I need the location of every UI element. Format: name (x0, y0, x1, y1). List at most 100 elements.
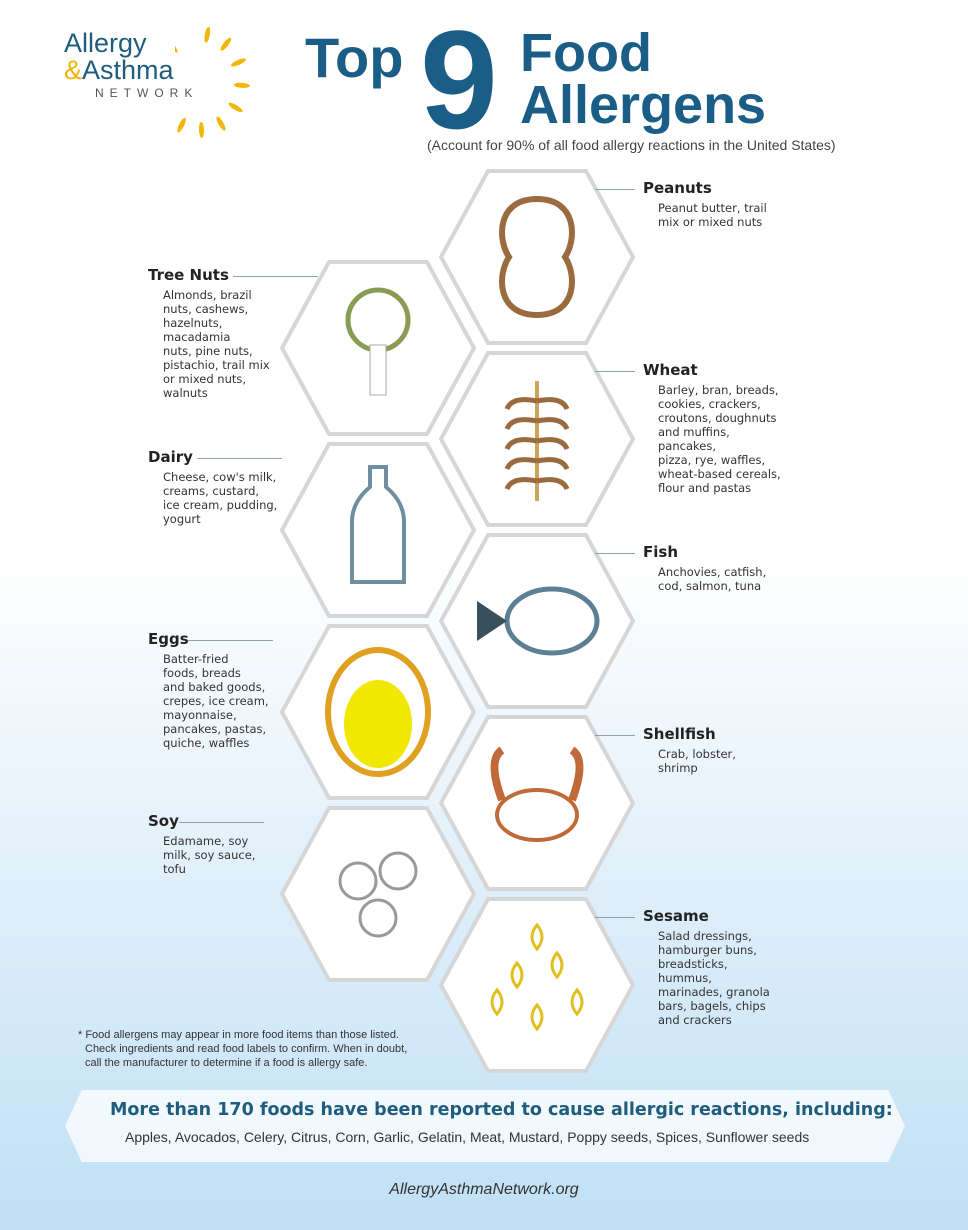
subtitle: (Account for 90% of all food allergy rea… (427, 137, 836, 153)
logo-line2: Asthma (82, 55, 174, 85)
other-foods-band (65, 1090, 905, 1162)
leader-line (233, 276, 318, 277)
description-line: flour and pastas (658, 481, 752, 495)
milk-bottle-icon (350, 465, 406, 584)
description-line: hazelnuts, (163, 316, 223, 330)
logo-network: NETWORK (95, 86, 199, 100)
description-line: creams, custard, (163, 484, 260, 498)
egg-icon (325, 647, 431, 777)
sun-ray (230, 58, 246, 67)
footnote-line: Check ingredients and read food labels t… (85, 1043, 408, 1055)
hexagon-peanuts (438, 169, 636, 349)
logo-line1: Allergy (64, 28, 147, 58)
leader-line (179, 822, 264, 823)
footnote-line: * Food allergens may appear in more food… (78, 1029, 400, 1041)
sun-ray (216, 116, 226, 131)
description-line: Edamame, soy (163, 834, 249, 848)
hexagon-dairy (279, 442, 477, 622)
description-line: breadsticks, hummus, (658, 957, 728, 985)
description-line: Salad dressings, (658, 929, 752, 943)
leader-line (595, 553, 635, 554)
allergen-name: Wheat (643, 361, 698, 379)
description-line: mayonnaise, (163, 708, 237, 722)
wheat-icon (504, 381, 570, 501)
description-line: or mixed nuts, (163, 372, 247, 386)
sun-ray (204, 26, 211, 43)
peanut-icon (499, 195, 575, 319)
allergen-description: Cheese, cow's milk,creams, custard,ice c… (163, 470, 288, 526)
description-line: wheat-based cereals, (658, 467, 781, 481)
sun-icon (175, 26, 250, 138)
hexagon-shellfish (438, 715, 636, 895)
band-list: Apples, Avocados, Celery, Citrus, Corn, … (125, 1129, 810, 1145)
sun-ray (177, 117, 186, 133)
description-line: foods, breads (163, 666, 241, 680)
website-link[interactable]: AllergyAsthmaNetwork.org (389, 1181, 579, 1198)
hexagon-eggs (279, 624, 477, 804)
leader-line (197, 458, 282, 459)
crab-icon (490, 746, 584, 842)
description-line: mix or mixed nuts (658, 215, 763, 229)
description-line: cookies, crackers, (658, 397, 761, 411)
description-line: pizza, rye, waffles, (658, 453, 766, 467)
band-heading: More than 170 foods have been reported t… (110, 1100, 893, 1120)
sun-ray (198, 121, 204, 138)
logo: Allergy &Asthma (64, 30, 174, 84)
hexagon-tree-nuts (279, 260, 477, 440)
description-line: Cheese, cow's milk, (163, 470, 277, 484)
allergen-description: Crab, lobster,shrimp (658, 747, 783, 775)
description-line: walnuts (163, 386, 208, 400)
description-line: nuts, cashews, (163, 302, 249, 316)
description-line: pistachio, trail mix (163, 358, 270, 372)
description-line: Crab, lobster, (658, 747, 736, 761)
allergen-description: Anchovies, catfish,cod, salmon, tuna (658, 565, 783, 593)
sun-ray (228, 102, 243, 113)
title-food: Food (520, 23, 652, 83)
description-line: and crackers (658, 1013, 732, 1027)
description-line: hamburger buns, (658, 943, 757, 957)
allergen-name: Tree Nuts (148, 266, 229, 284)
description-line: and baked goods, (163, 680, 266, 694)
footnote: * Food allergens may appear in more food… (78, 1028, 407, 1070)
allergen-name: Sesame (643, 907, 709, 925)
description-line: quiche, waffles (163, 736, 250, 750)
description-line: tofu (163, 862, 186, 876)
logo-amp: & (64, 55, 83, 85)
title-number: 9 (420, 1, 498, 158)
leader-line (595, 917, 635, 918)
hexagon-sesame (438, 897, 636, 1077)
hexagon-soy (279, 806, 477, 986)
description-line: croutons, doughnuts (658, 411, 777, 425)
allergen-name: Dairy (148, 448, 193, 466)
description-line: pancakes, pastas, (163, 722, 267, 736)
leader-line (595, 371, 635, 372)
sun-ray (220, 37, 232, 51)
description-line: Peanut butter, trail (658, 201, 767, 215)
description-line: Anchovies, catfish, (658, 565, 767, 579)
description-line: crepes, ice cream, (163, 694, 269, 708)
hexagon-wheat (438, 351, 636, 531)
description-line: nuts, pine nuts, (163, 344, 253, 358)
fish-icon (477, 586, 600, 656)
leader-line (188, 640, 273, 641)
allergen-name: Shellfish (643, 725, 716, 743)
leader-line (595, 735, 635, 736)
hexagon-fish (438, 533, 636, 713)
allergen-name: Eggs (148, 630, 189, 648)
footnote-line: call the manufacturer to determine if a … (85, 1057, 368, 1069)
description-line: macadamia (163, 330, 231, 344)
soybeans-icon (338, 851, 418, 938)
description-line: Batter-fried (163, 652, 229, 666)
description-line: yogurt (163, 512, 201, 526)
description-line: and muffins, pancakes, (658, 425, 730, 453)
sesame-seeds-icon (490, 922, 584, 1032)
sun-ray (233, 82, 250, 88)
description-line: milk, soy sauce, (163, 848, 256, 862)
description-line: Barley, bran, breads, (658, 383, 779, 397)
title-top: Top (305, 26, 404, 89)
allergen-name: Soy (148, 812, 179, 830)
